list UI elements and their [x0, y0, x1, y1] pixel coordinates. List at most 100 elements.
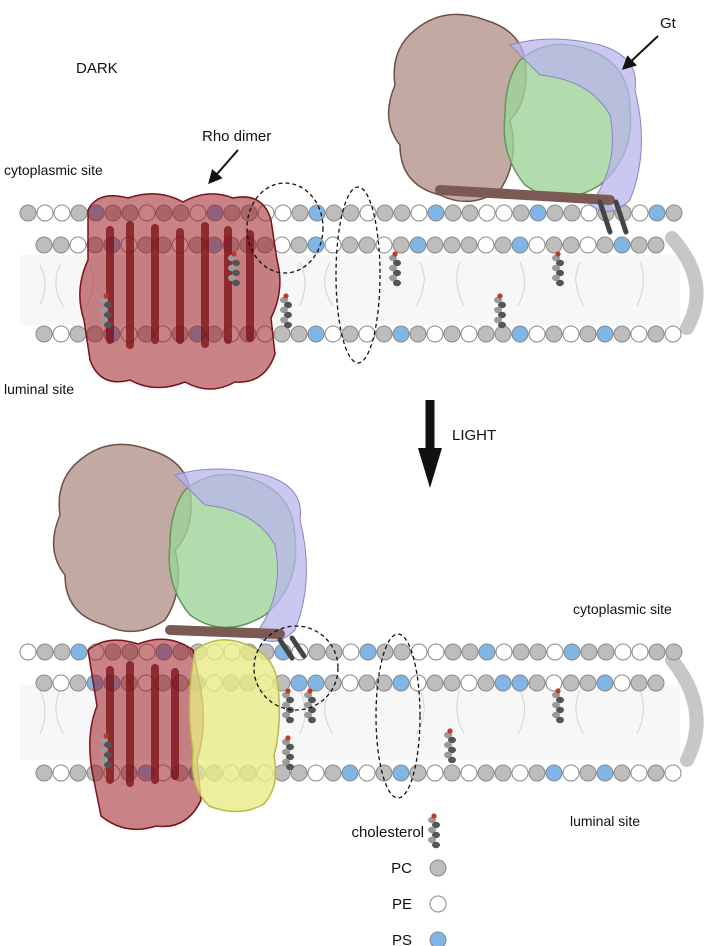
- dark-bottom-lipid-pc: [477, 325, 495, 343]
- dark-top-lipid-pc: [376, 204, 394, 222]
- dark-top-lipid-pc: [596, 236, 614, 254]
- dark-top-lipid-pe: [631, 204, 649, 222]
- dark-top-lipid-pc: [512, 204, 530, 222]
- dark-top-lipid-pc: [461, 204, 479, 222]
- light-label: LIGHT: [452, 427, 496, 444]
- dark-top-lipid-pc: [443, 236, 461, 254]
- light-bottom-lipid-pe: [664, 764, 682, 782]
- dark-top-lipid-ps: [529, 204, 547, 222]
- light-bottom-lipid-pc: [35, 764, 53, 782]
- light-bottom-lipid-pc: [324, 764, 342, 782]
- dark-bottom-lipid-pc: [375, 325, 393, 343]
- light-top-lipid-pe: [495, 643, 513, 661]
- dark-top-lipid-pe: [273, 236, 291, 254]
- light-top-lipid-ps: [307, 674, 325, 692]
- dark-bottom-lipid-pc: [69, 325, 87, 343]
- dark-top-lipid-pc: [342, 204, 360, 222]
- light-bottom-lipid-ps: [341, 764, 359, 782]
- light-top-lipid-ps: [511, 674, 529, 692]
- light-top-lipid-pe: [631, 643, 649, 661]
- light-top-lipid-pe: [409, 674, 427, 692]
- rho-dimer-light: [87, 638, 281, 831]
- light-top-lipid-ps: [494, 674, 512, 692]
- light-interface-ellipse: [253, 625, 339, 711]
- dark-bottom-lipid-pe: [52, 325, 70, 343]
- light-top-lipid-pe: [614, 643, 632, 661]
- light-bottom-lipid-pc: [613, 764, 631, 782]
- light-top-lipid-pe: [545, 674, 563, 692]
- dark-dimer-interface-ellipse: [246, 182, 324, 274]
- dark-top-lipid-pc: [392, 236, 410, 254]
- dark-top-lipid-pc: [358, 236, 376, 254]
- dark-top-lipid-pc: [545, 236, 563, 254]
- light-top-lipid-pc: [53, 643, 71, 661]
- light-top-lipid-pc: [443, 674, 461, 692]
- dark-top-lipid-pc: [630, 236, 648, 254]
- light-bottom-lipid-pe: [630, 764, 648, 782]
- dark-top-lipid-pc: [665, 204, 683, 222]
- dark-bottom-lipid-pe: [630, 325, 648, 343]
- transducin-dark: [387, 13, 642, 235]
- light-top-lipid-pe: [342, 643, 360, 661]
- cholesterol-icon: [282, 735, 294, 771]
- gt-lipid-anchor-light: [277, 635, 307, 661]
- dark-top-lipid-pe: [477, 236, 495, 254]
- cholesterol-icon: [100, 293, 112, 329]
- dark-top-lipid-pe: [36, 204, 54, 222]
- dark-bottom-lipid-ps: [392, 325, 410, 343]
- light-top-lipid-pe: [19, 643, 37, 661]
- gt-lipid-anchor: [597, 199, 629, 235]
- dark-bottom-lipid-ps: [596, 325, 614, 343]
- gt-gamma-subunit: [509, 38, 642, 212]
- dark-bottom-lipid-pc: [494, 325, 512, 343]
- dark-top-lipid-pc: [562, 236, 580, 254]
- light-top-lipid-pc: [325, 643, 343, 661]
- light-top-lipid-pe: [613, 674, 631, 692]
- rho-helices: [106, 221, 254, 349]
- dark-bottom-lipid-pe: [528, 325, 546, 343]
- light-bottom-lipid-ps: [596, 764, 614, 782]
- dark-top-lipid-pc: [546, 204, 564, 222]
- light-bottom-lipid-pc: [375, 764, 393, 782]
- light-bottom-lipid-pe: [511, 764, 529, 782]
- gt-alpha-helix: [435, 185, 615, 205]
- cytoplasmic-site-label-bottom: cytoplasmic site: [573, 601, 672, 617]
- light-top-lipid-ps: [596, 674, 614, 692]
- light-top-lipid-pe: [546, 643, 564, 661]
- gt-gamma-subunit-light: [174, 468, 307, 642]
- dark-bottom-lipid-pe: [562, 325, 580, 343]
- dark-top-lipid-ps: [409, 236, 427, 254]
- dark-top-lipid-pe: [324, 236, 342, 254]
- light-top-lipid-pe: [410, 643, 428, 661]
- cholesterol-icon: [428, 813, 440, 849]
- dark-top-lipid-pc: [444, 204, 462, 222]
- dark-top-lipid-pe: [410, 204, 428, 222]
- light-top-lipid-pc: [324, 674, 342, 692]
- rho-active-surface: [188, 639, 281, 813]
- dark-bottom-lipid-pc: [647, 325, 665, 343]
- dark-top-lipid-pc: [563, 204, 581, 222]
- cholesterol-icon: [444, 728, 456, 764]
- light-top-lipid-pc: [444, 643, 462, 661]
- dark-top-lipid-pe: [359, 204, 377, 222]
- cholesterol-icon: [389, 251, 401, 287]
- legend-marker-ps: [429, 931, 447, 946]
- light-top-lipid-pc: [69, 674, 87, 692]
- light-top-lipid-pc: [36, 643, 54, 661]
- light-bulk-lipid-ellipse: [375, 633, 421, 799]
- dark-bottom-lipid-pc: [443, 325, 461, 343]
- light-top-lipid-pc: [358, 674, 376, 692]
- dark-top-lipid-ps: [648, 204, 666, 222]
- rho-inactive-helices: [106, 661, 179, 787]
- dark-top-lipid-pc: [494, 236, 512, 254]
- light-top-lipid-pe: [341, 674, 359, 692]
- light-bottom-lipid-pc: [494, 764, 512, 782]
- dark-top-lipid-ps: [308, 204, 326, 222]
- dark-bottom-lipid-ps: [307, 325, 325, 343]
- gt-alpha-helix-light: [165, 625, 285, 639]
- light-lipid-tails: [39, 689, 644, 735]
- light-cholesterols: [100, 688, 564, 771]
- light-bottom-lipid-pc: [443, 764, 461, 782]
- light-top-lipid-pc: [665, 643, 683, 661]
- light-bottom-lipid-pc: [579, 764, 597, 782]
